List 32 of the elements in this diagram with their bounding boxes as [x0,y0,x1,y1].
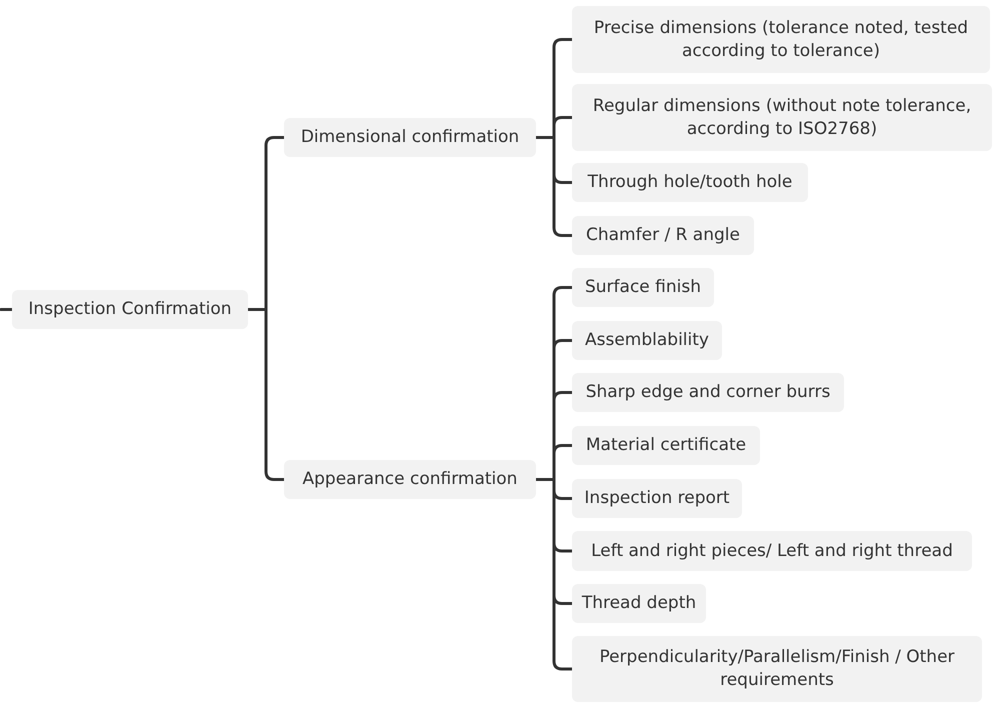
topic-label: Material certificate [586,434,746,457]
topic-label: Regular dimensions (without note tolerance, according to ISO2768) [592,94,972,140]
topic-label: Through hole/tooth hole [588,171,792,194]
topic-label: Chamfer / R angle [586,224,740,247]
topic-label: Inspection report [584,487,730,510]
topic-label: Precise dimensions (tolerance noted, tested according to tolerance) [592,16,970,62]
topic-box [572,479,742,518]
topic-box [572,163,808,202]
topic-box [572,426,760,465]
topic-box [572,268,714,307]
topic-box [572,373,844,412]
topic-label: Dimensional confirmation [300,126,520,149]
topic-label: Sharp edge and corner burrs [586,381,830,404]
topic-box [572,6,990,73]
topic-box [284,460,536,499]
topic-label: Left and right pieces/ Left and right thread [591,540,953,562]
topic-box [572,84,992,151]
topic-label: Assemblability [585,329,709,352]
topic-box [572,584,706,623]
topic-label: Perpendicularity/Parallelism/Finish / Other requirements [598,646,956,692]
connector-line [246,308,286,481]
topic-box [572,216,754,255]
topic-label: Thread depth [582,592,696,615]
topic-box [572,636,982,702]
topic-label: Inspection Confirmation [28,298,232,321]
topic-box [572,531,972,571]
topic-box [12,290,248,329]
topic-label: Surface finish [584,276,701,299]
topic-box [572,321,722,360]
connector-line [0,308,14,311]
topic-box [284,118,536,157]
topic-label: Appearance confirmation [302,468,518,491]
